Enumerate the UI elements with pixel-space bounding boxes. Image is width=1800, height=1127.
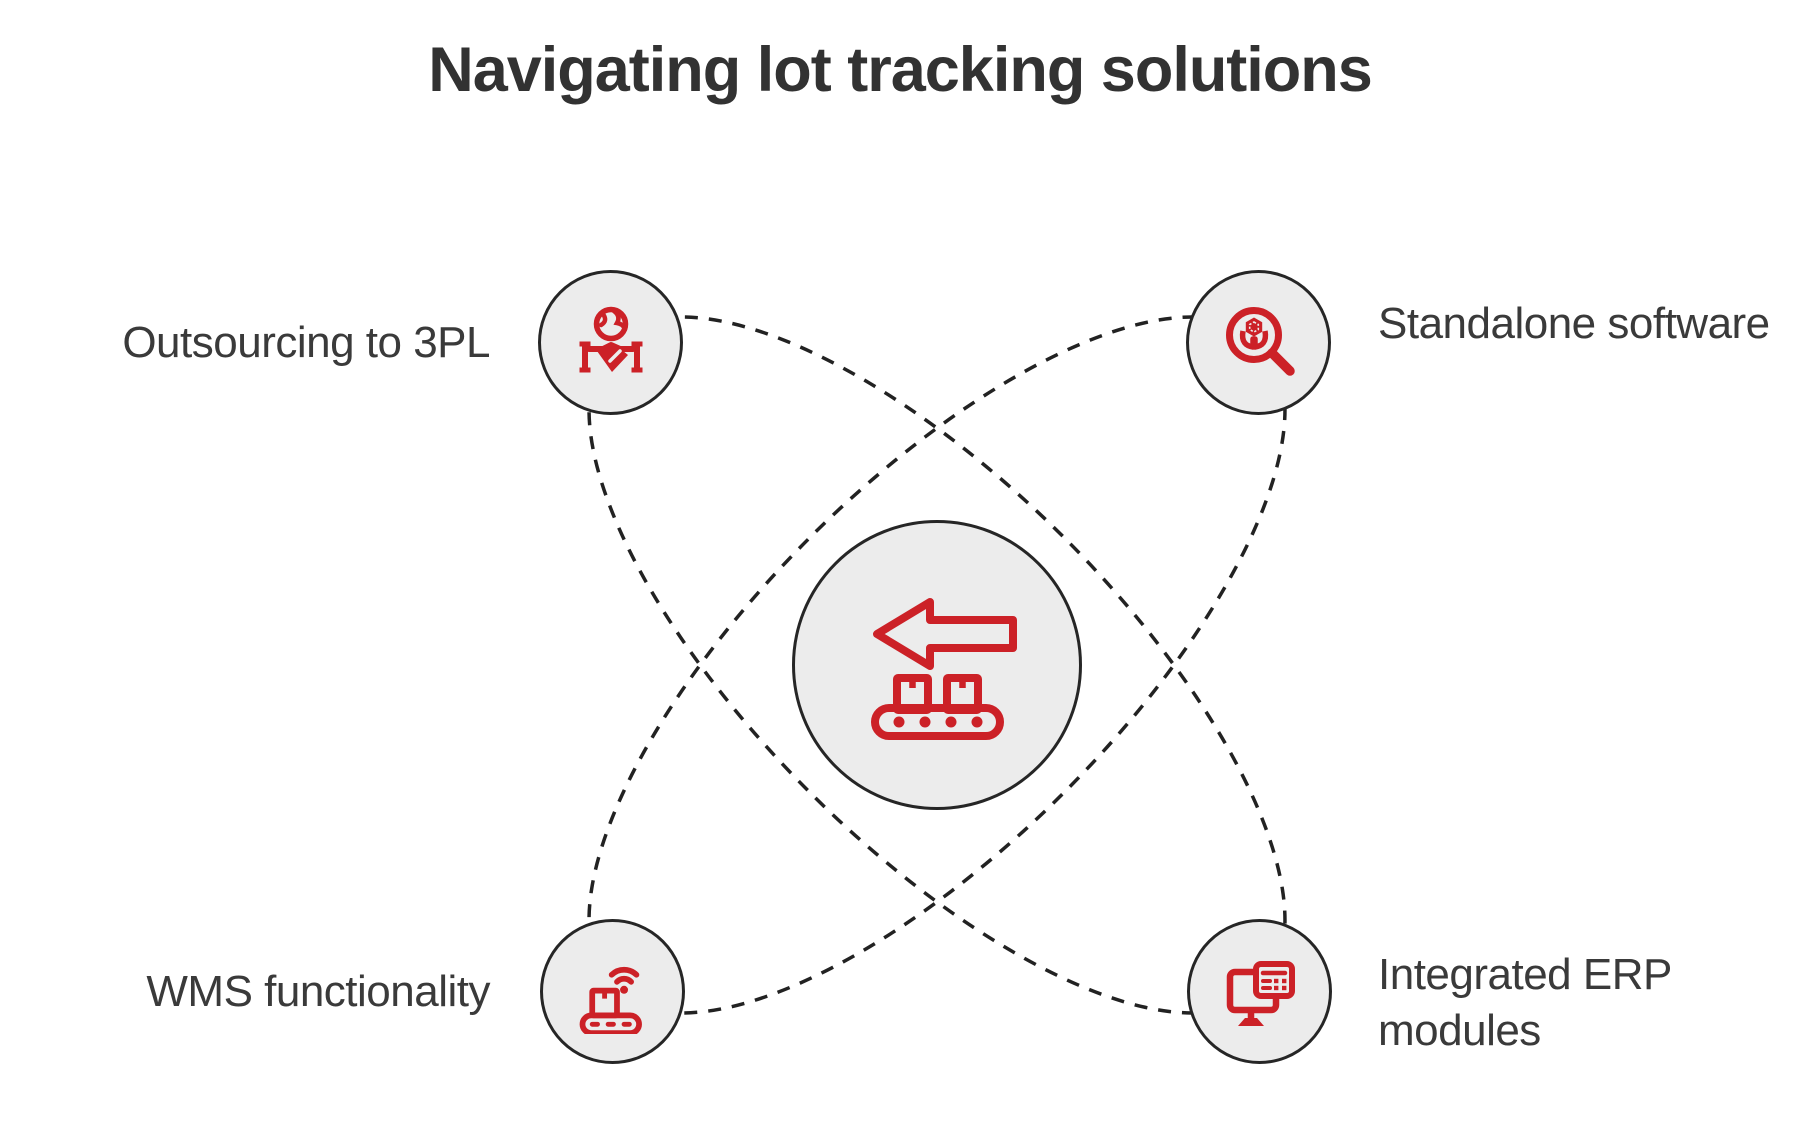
label-wms-functionality: WMS functionality — [146, 967, 490, 1016]
node-outsourcing-3pl — [538, 270, 683, 415]
node-integrated-erp-modules — [1187, 919, 1332, 1064]
conveyor-return-arrow-icon — [870, 598, 1017, 740]
central-node — [792, 520, 1082, 810]
node-wms-functionality — [540, 919, 685, 1064]
erp-monitor-icon — [1226, 960, 1295, 1026]
magnifier-component-icon — [1225, 306, 1295, 376]
page-title: Navigating lot tracking solutions — [428, 35, 1373, 105]
label-outsourcing-3pl: Outsourcing to 3PL — [122, 318, 490, 367]
node-standalone-software — [1186, 270, 1331, 415]
conveyor-wifi-icon — [579, 966, 642, 1034]
handshake-globe-icon — [579, 306, 642, 372]
label-standalone-software: Standalone software — [1378, 299, 1770, 348]
label-integrated-erp-modules: Integrated ERP modules — [1378, 950, 1672, 1055]
